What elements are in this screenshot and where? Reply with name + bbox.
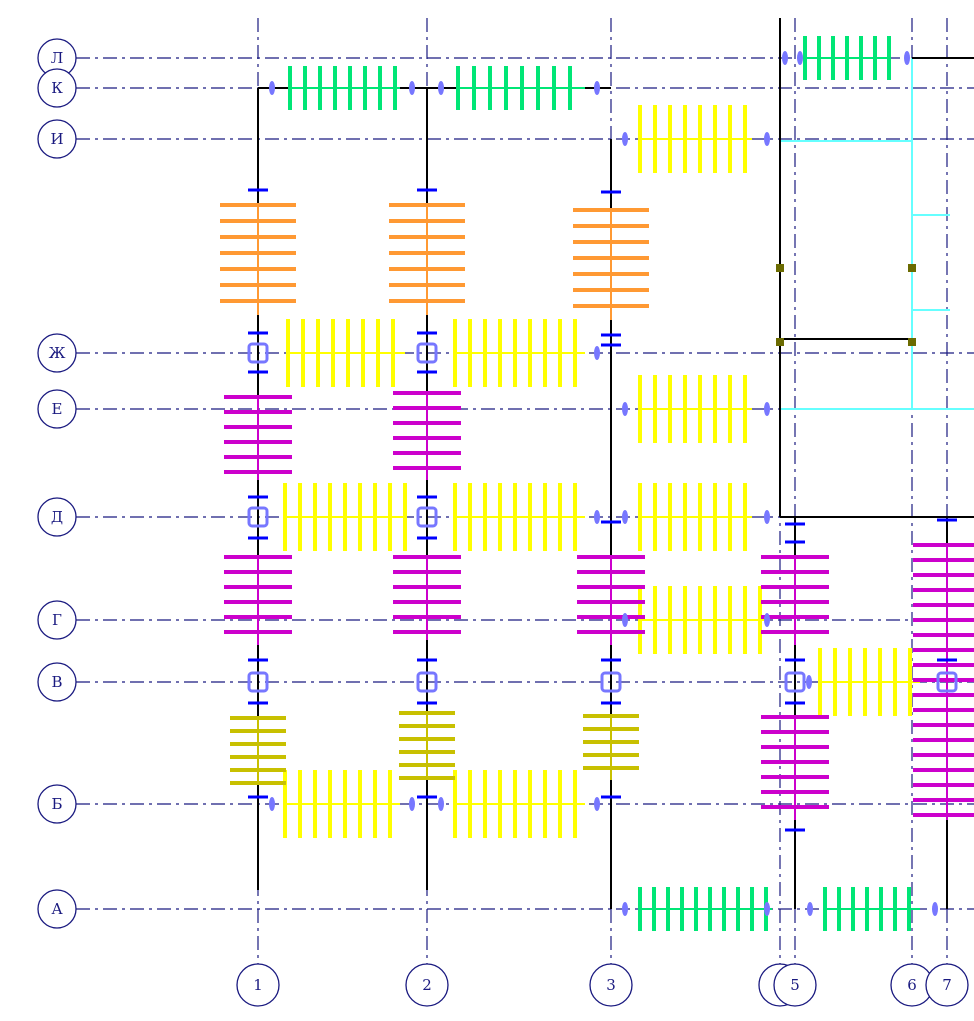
support-icon <box>416 342 438 364</box>
support-icon <box>247 506 269 528</box>
row-axis-bubble[interactable]: Ж <box>37 333 77 373</box>
hinge-icon <box>904 51 910 65</box>
row-axis-label: Б <box>51 795 62 813</box>
column-axis-bubble[interactable]: 7 <box>925 963 969 1007</box>
column-bubble-circle <box>925 963 969 1007</box>
column-axis-bubble[interactable]: 5 <box>773 963 817 1007</box>
row-bubble-circle <box>37 662 77 702</box>
column-axis-bubble[interactable]: 1 <box>236 963 280 1007</box>
row-bubble-circle <box>37 784 77 824</box>
row-bubble-circle <box>37 497 77 537</box>
row-bubble-circle <box>37 333 77 373</box>
row-bubble-circle <box>37 600 77 640</box>
hinge-icon <box>269 81 275 95</box>
hinge-icon <box>438 81 444 95</box>
row-axis-label: И <box>50 130 63 148</box>
row-bubble-circle <box>37 389 77 429</box>
hinge-icon <box>764 132 770 146</box>
row-axis-label: Г <box>52 611 62 629</box>
row-axis-bubble[interactable]: И <box>37 119 77 159</box>
hinge-icon <box>594 81 600 95</box>
column-axis-label: 1 <box>253 976 263 994</box>
row-axis-bubble[interactable]: К <box>37 68 77 108</box>
hinge-icon <box>438 797 444 811</box>
support-icon <box>784 671 806 693</box>
support-icon <box>247 671 269 693</box>
column-axis-bubble[interactable]: 2 <box>405 963 449 1007</box>
row-axis-label: Л <box>51 49 64 67</box>
support-icon <box>416 506 438 528</box>
row-bubble-circle <box>37 68 77 108</box>
hinge-icon <box>622 613 628 627</box>
hinge-icon <box>409 797 415 811</box>
row-axis-bubble[interactable]: Е <box>37 389 77 429</box>
column-axis-label: 2 <box>422 976 432 994</box>
column-axis-label: 3 <box>606 976 616 994</box>
support-icon <box>247 342 269 364</box>
row-axis-label: Е <box>52 400 63 418</box>
row-axis-bubble[interactable]: В <box>37 662 77 702</box>
hinge-icon <box>932 902 938 916</box>
hinge-icon <box>409 81 415 95</box>
hinge-icon <box>622 402 628 416</box>
row-bubble-circle <box>37 119 77 159</box>
hinge-icon <box>269 797 275 811</box>
row-bubble-circle <box>37 889 77 929</box>
hinge-icon <box>594 346 600 360</box>
column-axis-label: 6 <box>907 976 917 994</box>
row-axis-bubble[interactable]: Г <box>37 600 77 640</box>
hinge-icon <box>594 510 600 524</box>
support-icon <box>416 671 438 693</box>
node-marker <box>908 264 916 272</box>
support-icon <box>936 671 958 693</box>
row-axis-bubble[interactable]: А <box>37 889 77 929</box>
row-axis-label: А <box>51 900 63 918</box>
row-axis-label: К <box>51 79 63 97</box>
node-marker <box>776 264 784 272</box>
column-bubble-circle <box>236 963 280 1007</box>
hinge-icon <box>807 902 813 916</box>
hinge-icon <box>594 797 600 811</box>
row-axis-bubble[interactable]: Б <box>37 784 77 824</box>
row-axis-label: В <box>51 673 62 691</box>
hinge-icon <box>782 51 788 65</box>
column-axis-bubble[interactable]: 3 <box>589 963 633 1007</box>
node-marker <box>908 338 916 346</box>
hinge-icon <box>764 613 770 627</box>
column-bubble-circle <box>589 963 633 1007</box>
hinge-icon <box>797 51 803 65</box>
column-axis-label: 7 <box>942 976 952 994</box>
hinge-icon <box>764 902 770 916</box>
column-bubble-circle <box>405 963 449 1007</box>
hinge-icon <box>764 402 770 416</box>
row-axis-label: Ж <box>49 344 66 362</box>
row-axis-label: Д <box>51 508 63 526</box>
hinge-icon <box>764 510 770 524</box>
column-bubble-circle <box>773 963 817 1007</box>
hinge-icon <box>622 510 628 524</box>
support-icon <box>600 671 622 693</box>
node-marker <box>776 338 784 346</box>
hinge-icon <box>622 902 628 916</box>
row-axis-bubble[interactable]: Л <box>37 38 77 78</box>
row-axis-bubble[interactable]: Д <box>37 497 77 537</box>
hinge-icon <box>622 132 628 146</box>
column-axis-label: 5 <box>790 976 800 994</box>
hinge-icon <box>806 675 812 689</box>
